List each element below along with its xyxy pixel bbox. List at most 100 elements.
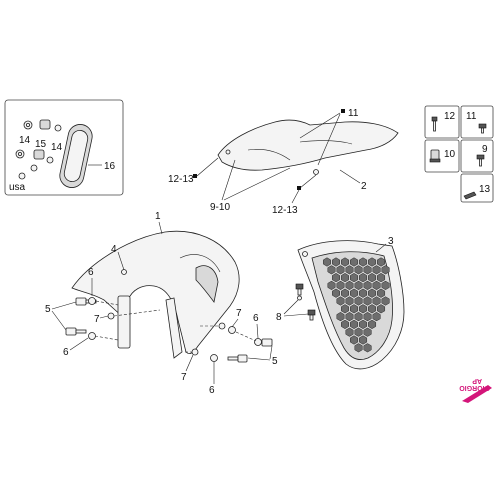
label-14-right: 14	[51, 142, 63, 153]
mesh-cell	[363, 312, 372, 322]
mesh-cell	[323, 257, 331, 267]
brand-logo: AP GIORGIO	[459, 377, 492, 403]
nut-clip-icon	[429, 149, 441, 163]
legend-label-11: 11	[466, 111, 477, 122]
mesh-cell	[359, 335, 368, 345]
mesh-cell	[363, 327, 372, 337]
mesh-cell	[368, 319, 377, 329]
mesh-cell	[336, 312, 345, 322]
washer-set	[15, 119, 62, 180]
label-2: 2	[361, 181, 367, 192]
fastener-group-left-lower	[65, 312, 115, 340]
mesh-cell	[359, 319, 368, 329]
legend-label-9: 9	[482, 144, 488, 155]
mesh-cell	[336, 296, 345, 306]
mesh-cell	[372, 312, 381, 322]
mesh-cell	[354, 280, 363, 290]
label-12-13-lower: 12-13	[272, 205, 298, 216]
mesh-cell	[350, 319, 359, 329]
mesh-cell	[350, 257, 359, 267]
legend-box-13	[460, 173, 494, 203]
legend-label-13: 13	[479, 184, 491, 195]
mesh-cell	[354, 343, 363, 353]
grille-panel-part	[297, 240, 405, 370]
mesh-cell	[350, 273, 359, 283]
mesh-cell	[341, 288, 349, 298]
mesh-cell	[368, 304, 377, 314]
brand-line-2: GIORGIO	[459, 384, 490, 391]
mesh-cell	[332, 273, 340, 283]
mesh-cell	[345, 327, 354, 337]
mesh-cell	[381, 296, 390, 306]
mesh-cell	[350, 304, 359, 314]
mesh-cell	[363, 265, 372, 275]
screw-icon	[431, 116, 438, 132]
mesh-cell	[372, 265, 381, 275]
label-14-left: 14	[19, 135, 31, 146]
usa-inset-frame	[4, 99, 124, 196]
mesh-cell	[372, 280, 381, 290]
reflector-part	[59, 124, 93, 188]
label-11: 11	[348, 108, 359, 119]
mesh-cell	[336, 280, 345, 290]
mesh-cell	[359, 273, 368, 283]
label-5-left: 5	[45, 304, 51, 315]
fastener-legend: 12 11 10 9 13	[424, 105, 494, 203]
upper-panel-part	[217, 119, 399, 175]
label-15: 15	[35, 139, 47, 150]
mesh-cell	[377, 257, 386, 267]
honeycomb-mesh	[323, 257, 390, 353]
usa-inset: 16 14 15 14 usa	[4, 99, 124, 196]
mesh-cell	[368, 288, 377, 298]
mesh-cell	[363, 296, 372, 306]
mesh-cell	[341, 273, 349, 283]
legend-label-12: 12	[444, 111, 456, 122]
label-6-left-top: 6	[88, 267, 94, 278]
label-5-right: 5	[272, 356, 278, 367]
mesh-cell	[377, 288, 386, 298]
mesh-cell	[359, 257, 368, 267]
label-usa: usa	[9, 182, 26, 193]
mesh-cell	[345, 296, 354, 306]
mesh-cell	[381, 280, 390, 290]
mesh-cell	[350, 288, 359, 298]
mesh-cell	[368, 257, 377, 267]
mesh-cell	[368, 273, 377, 283]
mesh-cell	[354, 265, 363, 275]
mesh-cell	[354, 312, 363, 322]
screw-icon-9	[476, 154, 485, 167]
legend-box-12	[424, 105, 460, 139]
brand-swoosh	[462, 385, 492, 403]
mesh-cell	[381, 265, 390, 275]
mesh-cell	[359, 304, 368, 314]
mesh-cell	[354, 296, 363, 306]
mesh-cell	[377, 304, 386, 314]
label-7-bottom: 7	[181, 372, 187, 383]
mesh-cell	[377, 273, 386, 283]
label-1: 1	[155, 211, 161, 222]
label-12-13-upper: 12-13	[168, 174, 194, 185]
mesh-cell	[359, 288, 368, 298]
mesh-cell	[345, 265, 354, 275]
legend-box-10	[424, 139, 460, 173]
label-3: 3	[388, 236, 394, 247]
mesh-cell	[354, 327, 363, 337]
legend-box-9	[460, 139, 494, 173]
mesh-cell	[332, 257, 340, 267]
mesh-cell	[345, 280, 354, 290]
mesh-cell	[327, 265, 336, 275]
speed-nut-icon	[463, 191, 477, 200]
mesh-cell	[363, 280, 372, 290]
mesh-cell	[327, 280, 336, 290]
grille-fasteners	[295, 283, 316, 321]
mesh-cell	[345, 312, 354, 322]
mudguard-part	[71, 230, 240, 359]
legend-box-11	[460, 105, 494, 139]
mesh-cell	[372, 296, 381, 306]
label-4: 4	[111, 244, 117, 255]
mesh-cell	[341, 257, 349, 267]
mesh-cell	[341, 304, 349, 314]
mesh-cell	[341, 319, 349, 329]
label-6-right: 6	[253, 313, 259, 324]
